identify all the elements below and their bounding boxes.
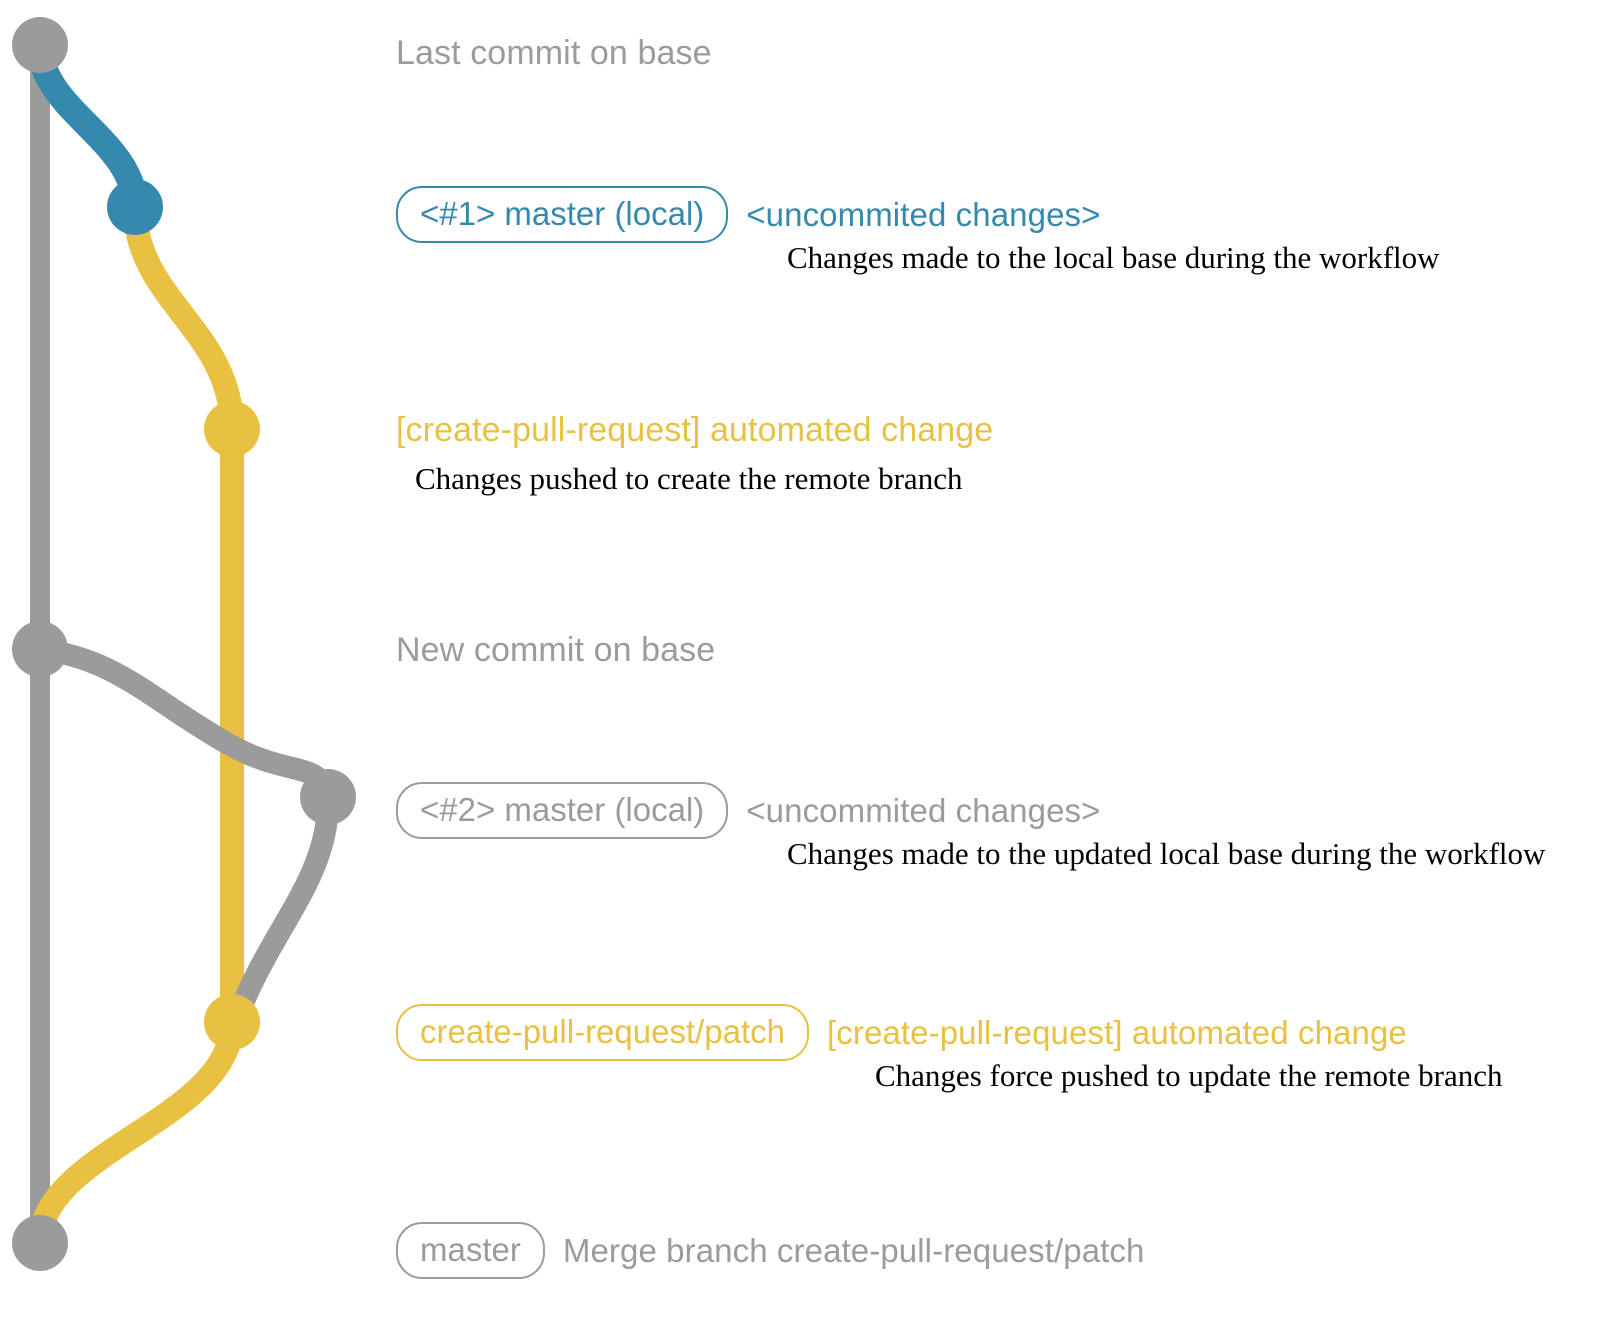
commit-node-local-1[interactable] [107,179,163,235]
badge-create-pull-request-patch[interactable]: create-pull-request/patch [396,1004,810,1061]
row-local-1: <#1> master (local) <uncommited changes> [396,186,1101,243]
badge-master-local-1[interactable]: <#1> master (local) [396,186,729,243]
commit-message-patch-1: [create-pull-request] automated change [396,411,994,449]
commit-message-local-1: <uncommited changes> [746,195,1101,233]
badge-master[interactable]: master [396,1222,545,1279]
branch-line-local-2 [29,638,339,808]
branch-line-local-2-down [225,786,340,1033]
description-patch-1: Changes pushed to create the remote bran… [415,461,963,496]
commit-message-base-2: New commit on base [396,631,716,669]
commit-node-base-1[interactable] [12,17,68,73]
git-graph [12,17,356,1271]
commit-message-base-1: Last commit on base [396,34,712,72]
commit-message-merge: Merge branch create-pull-request/patch [562,1231,1145,1269]
commit-node-base-2[interactable] [12,621,68,677]
commit-message-local-2: <uncommited changes> [746,791,1101,829]
badge-master-local-2[interactable]: <#2> master (local) [396,782,729,839]
row-patch-1: [create-pull-request] automated change [396,411,993,450]
row-local-2: <#2> master (local) <uncommited changes> [396,782,1101,839]
commit-node-local-2[interactable] [300,769,356,825]
commit-node-merge[interactable] [12,1215,68,1271]
row-merge: master Merge branch create-pull-request/… [396,1222,1144,1279]
description-patch-2: Changes force pushed to update the remot… [875,1058,1503,1093]
commit-node-patch-2[interactable] [204,994,260,1050]
branch-line-merge [28,1010,244,1255]
commit-message-patch-2: [create-pull-request] automated change [827,1013,1407,1051]
commit-node-patch-1[interactable] [204,401,260,457]
row-patch-2: create-pull-request/patch [create-pull-r… [396,1004,1407,1061]
description-local-2: Changes made to the updated local base d… [787,836,1546,871]
row-last-commit: Last commit on base [396,34,712,73]
description-local-1: Changes made to the local base during th… [787,240,1440,275]
row-new-commit: New commit on base [396,631,715,670]
